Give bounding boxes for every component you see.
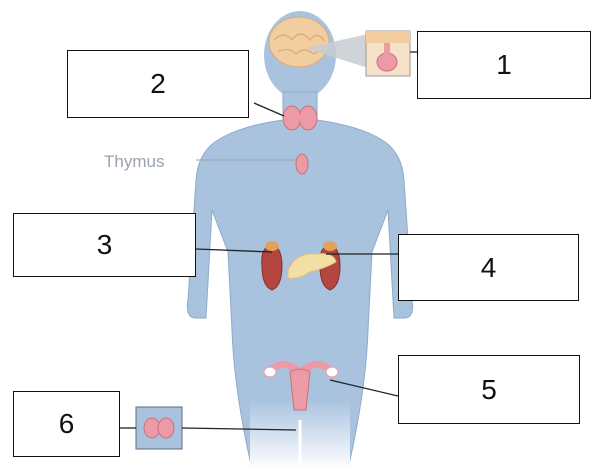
label-box-4[interactable]: 4 <box>398 234 579 301</box>
label-box-5[interactable]: 5 <box>398 355 580 424</box>
label-box-2[interactable]: 2 <box>67 50 249 118</box>
label-box-3[interactable]: 3 <box>13 213 196 277</box>
thymus-label: Thymus <box>104 152 164 172</box>
brain-illustration <box>269 17 329 67</box>
label-box-1[interactable]: 1 <box>417 31 591 99</box>
testes-inset <box>136 407 182 449</box>
pituitary-inset <box>366 31 410 76</box>
label-box-6[interactable]: 6 <box>13 391 120 457</box>
